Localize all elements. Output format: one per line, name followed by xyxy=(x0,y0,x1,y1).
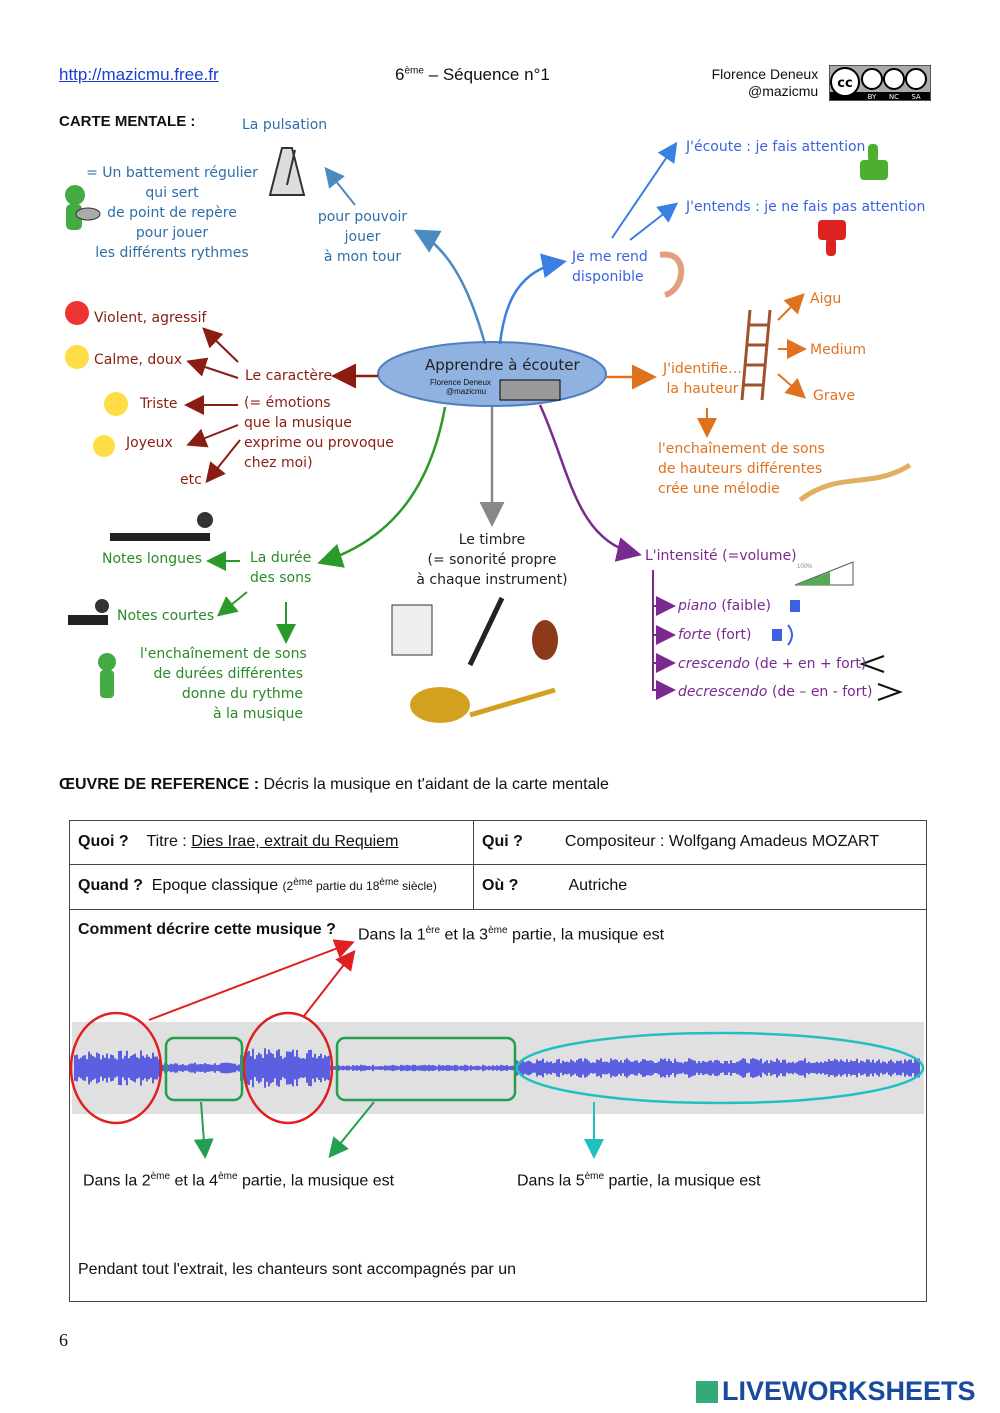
oeuvre-label: ŒUVRE DE REFERENCE : xyxy=(59,776,260,793)
part13-text: Dans la 1ère et la 3ème partie, la musiq… xyxy=(358,925,665,944)
sad-face-icon xyxy=(104,392,128,416)
caractere-item: Joyeux xyxy=(126,435,173,451)
caractere-item: etc xyxy=(180,472,202,488)
hauteur-aigu: Aigu xyxy=(810,291,842,307)
quoi-cell: Quoi ? Titre : Dies Irae, extrait du Req… xyxy=(78,833,399,850)
lws-logo-icon xyxy=(696,1380,718,1403)
ecoute-text: J'écoute : je fais attention xyxy=(686,139,866,155)
intensite-crescendo: crescendo (de + en + fort) xyxy=(678,656,867,672)
waveform-figure xyxy=(69,939,925,1159)
part5-ellipse xyxy=(515,1031,925,1105)
short-dog-icon xyxy=(68,599,109,625)
hauteur-title: J'identifie…la hauteur xyxy=(662,361,743,397)
crescendo-symbol xyxy=(859,655,885,673)
entends-text: J'entends : je ne fais pas attention xyxy=(686,199,926,215)
angry-face-icon xyxy=(65,301,89,325)
oeuvre-instruction: Décris la musique en t'aidant de la cart… xyxy=(259,776,609,793)
intensite-title: L'intensité (=volume) xyxy=(645,548,797,564)
ou-cell: Où ?Autriche xyxy=(482,877,628,894)
mindmap-diagram xyxy=(65,141,912,723)
metronome-icon xyxy=(268,147,306,196)
svg-text:cc: cc xyxy=(837,76,852,91)
sequence-title: 6ème – Séquence n°1 xyxy=(395,65,550,84)
volume-slider-icon xyxy=(794,561,854,586)
author-name: Florence Deneux xyxy=(711,66,819,82)
calm-face-icon xyxy=(65,345,89,369)
author-block: Florence Deneux @mazicmu xyxy=(710,66,819,100)
volume-percent: 100% xyxy=(797,564,813,570)
part24-text: Dans la 2ème et la 4ème partie, la musiq… xyxy=(83,1171,395,1190)
intensite-forte: forte (fort) xyxy=(678,627,752,643)
part2-box xyxy=(164,1036,244,1102)
titre-value: Dies Irae, extrait du Requiem xyxy=(191,833,399,850)
reference-table: Quoi ? Titre : Dies Irae, extrait du Req… xyxy=(69,820,927,1302)
comment-label: Comment décrire cette musique ? xyxy=(78,921,336,938)
intensite-decrescendo: decrescendo (de – en - fort) xyxy=(678,684,873,700)
cc-sa: SA xyxy=(911,93,921,101)
page-number: 6 xyxy=(59,1330,68,1350)
waveform-path xyxy=(74,1048,920,1088)
part3-circle xyxy=(242,1011,334,1125)
drummer-icon xyxy=(65,185,101,230)
caractere-item: Triste xyxy=(140,396,178,412)
oeuvre-line: ŒUVRE DE REFERENCE : Décris la musique e… xyxy=(59,776,609,794)
caractere-item: Violent, agressif xyxy=(94,310,207,326)
caractere-item: Calme, doux xyxy=(94,352,183,368)
mindmap-heading: CARTE MENTALE : xyxy=(59,113,196,130)
speaker-low-icon xyxy=(790,600,800,612)
thumb-down-icon xyxy=(818,220,846,256)
dancer-icon xyxy=(98,653,116,698)
cc-by: BY xyxy=(868,93,877,101)
pulsation-title: La pulsation xyxy=(242,117,328,133)
cc-license-badge: cc BY NC SA xyxy=(828,64,932,102)
hauteur-grave: Grave xyxy=(813,388,856,404)
center-title: Apprendre à écouter xyxy=(425,356,580,374)
speaker-high-icon xyxy=(772,624,793,646)
ladder-icon xyxy=(740,309,772,401)
notes-courtes: Notes courtes xyxy=(117,608,215,624)
center-author: Florence Deneux@mazicmu xyxy=(430,378,491,396)
part4-box xyxy=(335,1036,517,1102)
caractere-title: Le caractère xyxy=(245,368,333,384)
quand-cell: Quand ? Epoque classique (2ème partie du… xyxy=(78,877,437,894)
cc-nc: NC xyxy=(889,93,899,101)
site-link[interactable]: http://mazicmu.free.fr xyxy=(59,65,219,84)
part5-text: Dans la 5ème partie, la musique est xyxy=(517,1171,761,1190)
liveworksheets-logo: LIVEWORKSHEETS xyxy=(696,1376,976,1407)
part1-circle xyxy=(69,1011,163,1125)
happy-face-icon xyxy=(93,435,115,457)
decrescendo-symbol xyxy=(877,683,903,701)
hauteur-medium: Medium xyxy=(810,342,866,358)
audio-waveform xyxy=(74,1048,920,1088)
instruments-icon xyxy=(391,596,558,723)
notes-longues: Notes longues xyxy=(102,551,202,567)
thumb-up-icon xyxy=(860,144,888,180)
accompagnes-text: Pendant tout l'extrait, les chanteurs so… xyxy=(78,1261,516,1278)
melody-notes-icon xyxy=(798,462,912,503)
long-dog-icon xyxy=(110,512,213,541)
author-handle: @mazicmu xyxy=(748,83,819,99)
intensite-piano: piano (faible) xyxy=(678,598,771,614)
qui-cell: Qui ?Compositeur : Wolfgang Amadeus MOZA… xyxy=(482,833,880,850)
ear-icon xyxy=(659,251,685,298)
